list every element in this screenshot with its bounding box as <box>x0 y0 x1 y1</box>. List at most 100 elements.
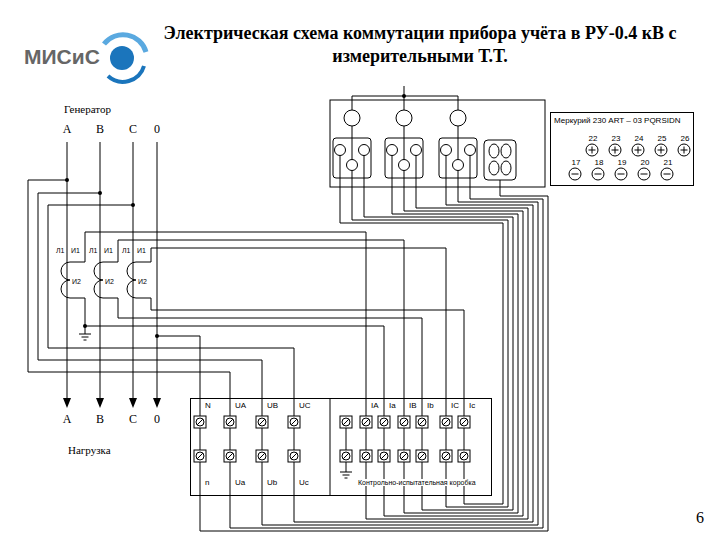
terminal-group <box>484 140 516 180</box>
junction-dot <box>83 324 87 328</box>
terminal-screw <box>442 452 450 460</box>
terminal-name: IC <box>451 402 459 410</box>
ct-terminal-mark: И2 <box>72 278 81 285</box>
terminal-link <box>384 428 385 450</box>
page-number: 6 <box>696 510 704 526</box>
terminal-link <box>366 428 367 450</box>
slide-title: Электрическая схема коммутации прибора у… <box>145 22 695 68</box>
screw-slot <box>197 453 203 459</box>
terminal-name: IA <box>371 402 379 410</box>
screw-slot <box>363 453 369 459</box>
screw-slot <box>197 419 203 425</box>
terminal-name: Ia <box>389 402 396 410</box>
terminal-number: 20 <box>641 159 650 167</box>
terminal-screw <box>380 418 388 426</box>
terminal-name: UC <box>299 402 311 410</box>
terminal-screw <box>362 452 370 460</box>
minus-terminal <box>592 168 604 180</box>
logo-text: МИСиС <box>24 46 100 67</box>
terminal-name: Ic <box>469 402 475 410</box>
ct-terminal-mark: И2 <box>105 278 114 285</box>
minus-sign <box>595 174 602 175</box>
phase-label: 0 <box>154 123 160 135</box>
ct-terminal-mark: И1 <box>71 247 80 254</box>
phase-label: B <box>96 123 104 135</box>
terminal-square <box>416 416 428 428</box>
meter-terminal-panel: Меркурий 230 ART – 03 PQRSIDN22232425261… <box>550 112 694 186</box>
ct-winding <box>61 262 136 298</box>
terminal-square <box>440 416 452 428</box>
terminal-square <box>398 416 410 428</box>
neutral-terminal <box>501 144 511 158</box>
terminal-circle <box>347 160 358 171</box>
terminal-square <box>458 450 470 462</box>
terminal-link <box>352 126 458 160</box>
arrowheads <box>63 94 406 408</box>
ct-terminal-mark: И2 <box>138 278 147 285</box>
terminal-number: 25 <box>658 135 667 143</box>
minus-sign <box>641 174 648 175</box>
terminal-link <box>262 428 263 450</box>
terminal-square <box>256 416 268 428</box>
terminal-square <box>416 450 428 462</box>
screw-slot <box>363 419 369 425</box>
terminal-screw <box>342 452 350 460</box>
voltage-wire <box>28 180 294 416</box>
minus-sign <box>664 174 671 175</box>
terminal-screw <box>226 418 234 426</box>
minus-sign <box>618 174 625 175</box>
terminal-circle <box>335 145 346 156</box>
junction-dot <box>65 178 69 182</box>
terminal-screw <box>258 418 266 426</box>
ground-symbol <box>79 326 91 340</box>
terminal-circle <box>396 110 412 126</box>
bus-arrow <box>63 398 161 408</box>
screw-slot <box>401 453 407 459</box>
screw-slot <box>461 453 467 459</box>
screw-slot <box>227 453 233 459</box>
terminal-square <box>224 450 236 462</box>
terminal-link <box>422 428 423 450</box>
terminal-number: 18 <box>595 159 604 167</box>
terminal-symbols <box>194 144 690 496</box>
logo-arc <box>104 35 146 52</box>
terminal-square <box>458 416 470 428</box>
terminal-circle <box>450 110 466 126</box>
screw-slot <box>259 419 265 425</box>
terminal-number: 22 <box>589 135 598 143</box>
logo-core <box>110 46 134 70</box>
terminal-name: Ub <box>267 479 277 487</box>
terminal-circle <box>399 160 410 171</box>
terminal-link <box>346 428 347 450</box>
plus-sign <box>635 147 642 154</box>
plus-terminal <box>609 144 621 156</box>
terminal-screw <box>258 452 266 460</box>
neutral-terminal <box>501 161 511 175</box>
junction-dot <box>155 334 159 338</box>
terminal-screw <box>418 418 426 426</box>
phase-label: A <box>63 123 72 135</box>
terminal-number: 19 <box>618 159 627 167</box>
terminal-square <box>378 450 390 462</box>
terminal-screw <box>226 452 234 460</box>
terminal-circle <box>344 110 360 126</box>
terminal-square <box>288 450 300 462</box>
terminal-name: Ib <box>427 402 434 410</box>
screw-slot <box>401 419 407 425</box>
terminal-link <box>294 428 295 450</box>
minus-terminal <box>638 168 650 180</box>
terminal-square <box>340 416 352 428</box>
plus-sign <box>681 147 688 154</box>
screw-slot <box>343 419 349 425</box>
plus-terminal <box>655 144 667 156</box>
terminal-name: N <box>205 402 211 410</box>
minus-terminal <box>615 168 627 180</box>
terminal-name: Uc <box>299 479 309 487</box>
terminal-screw <box>400 452 408 460</box>
terminal-square <box>224 416 236 428</box>
terminal-screw <box>290 452 298 460</box>
terminal-lead <box>262 462 263 496</box>
jumper-wire <box>352 86 458 110</box>
